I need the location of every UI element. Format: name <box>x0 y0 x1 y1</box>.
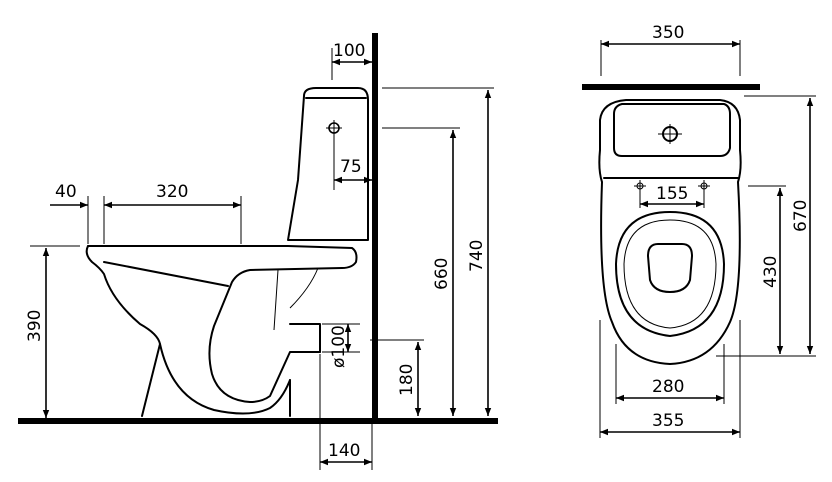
top-bowl-rim <box>615 211 725 337</box>
dim-tank-width: 350 <box>652 23 684 43</box>
flush-button-icon <box>658 124 682 144</box>
seat-fixing-left-icon <box>634 180 646 192</box>
seat-fixing-right-icon <box>698 180 710 192</box>
floor-line <box>18 418 498 424</box>
bowl-front <box>85 245 161 417</box>
dim-seat-height: 390 <box>25 310 45 342</box>
dim-outlet-height: 180 <box>397 364 417 396</box>
dim-inlet-offset: 75 <box>340 157 362 177</box>
top-wall-line <box>582 84 760 90</box>
cistern-outline <box>287 87 369 241</box>
dim-total-height: 740 <box>467 240 487 272</box>
bowl-trap <box>159 343 291 415</box>
dim-bowl-width: 280 <box>652 377 684 397</box>
bowl-inner <box>103 261 229 287</box>
top-water-well <box>647 243 693 293</box>
dim-rim-front: 40 <box>55 182 77 202</box>
wall-line <box>372 33 378 420</box>
dim-outlet-diameter: ø100 <box>329 325 349 368</box>
outlet-pipe <box>289 323 321 353</box>
top-outer-outline <box>598 99 742 365</box>
top-bowl-inner <box>623 219 717 329</box>
bowl-outline <box>87 245 358 403</box>
dim-overall-width: 355 <box>652 411 684 431</box>
dim-cistern-offset: 100 <box>333 41 365 61</box>
dim-rim-depth: 320 <box>156 182 188 202</box>
dim-seat-fixing-spacing: 155 <box>656 184 688 204</box>
side-view: 100 75 40 320 390 ø100 180 660 740 <box>18 33 498 470</box>
dim-total-depth: 670 <box>791 200 811 232</box>
trap-inner <box>273 267 319 331</box>
dim-inlet-height: 660 <box>432 258 452 290</box>
top-cistern-lid <box>613 103 731 157</box>
dim-outlet-length: 140 <box>328 441 360 461</box>
inlet-marker-icon <box>326 120 342 136</box>
top-view: 350 155 430 670 280 355 <box>582 23 816 438</box>
dim-seat-fixing-depth: 430 <box>761 256 781 288</box>
